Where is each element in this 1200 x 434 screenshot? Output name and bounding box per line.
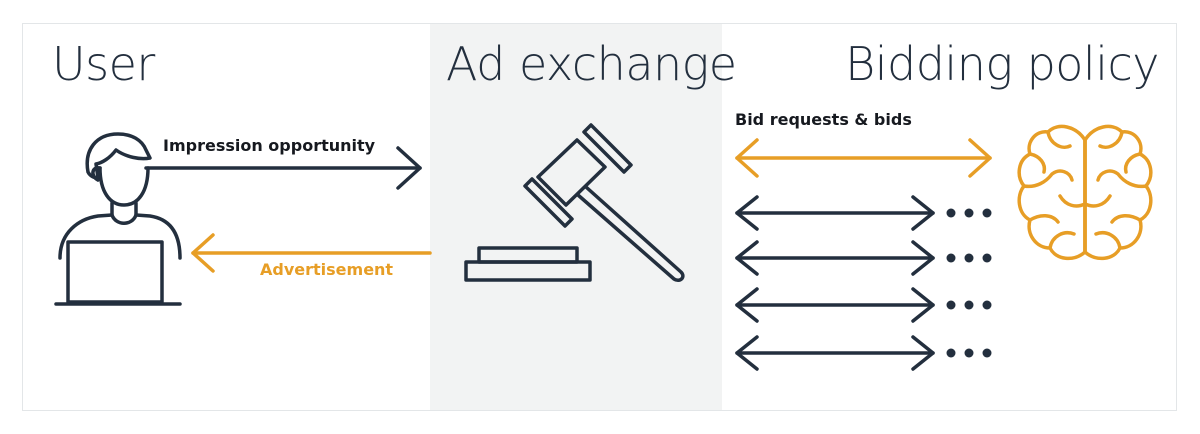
auction-gavel-icon: [464, 123, 685, 283]
ad-exchange-panel: [430, 24, 722, 410]
ellipsis-icon: [946, 208, 992, 358]
bid-requests-label: Bid requests & bids: [735, 110, 912, 129]
advertisement-label: Advertisement: [260, 260, 394, 279]
bidding-policy-section-title: Bidding policy: [845, 37, 1159, 91]
user-at-laptop-icon: [54, 132, 182, 306]
bid-arrow-row-2: [735, 240, 935, 276]
user-section-title: User: [52, 37, 155, 91]
bid-arrow-row-3: [735, 287, 935, 323]
impression-arrow: [144, 146, 422, 190]
ad-exchange-section-title: Ad exchange: [446, 37, 737, 91]
bid-arrow-row-1: [735, 195, 935, 231]
impression-opportunity-label: Impression opportunity: [163, 136, 376, 155]
brain-icon: [1017, 124, 1153, 261]
advertisement-arrow: [191, 233, 432, 273]
bid-requests-arrow: [735, 138, 992, 178]
bid-arrow-row-4: [735, 335, 935, 371]
